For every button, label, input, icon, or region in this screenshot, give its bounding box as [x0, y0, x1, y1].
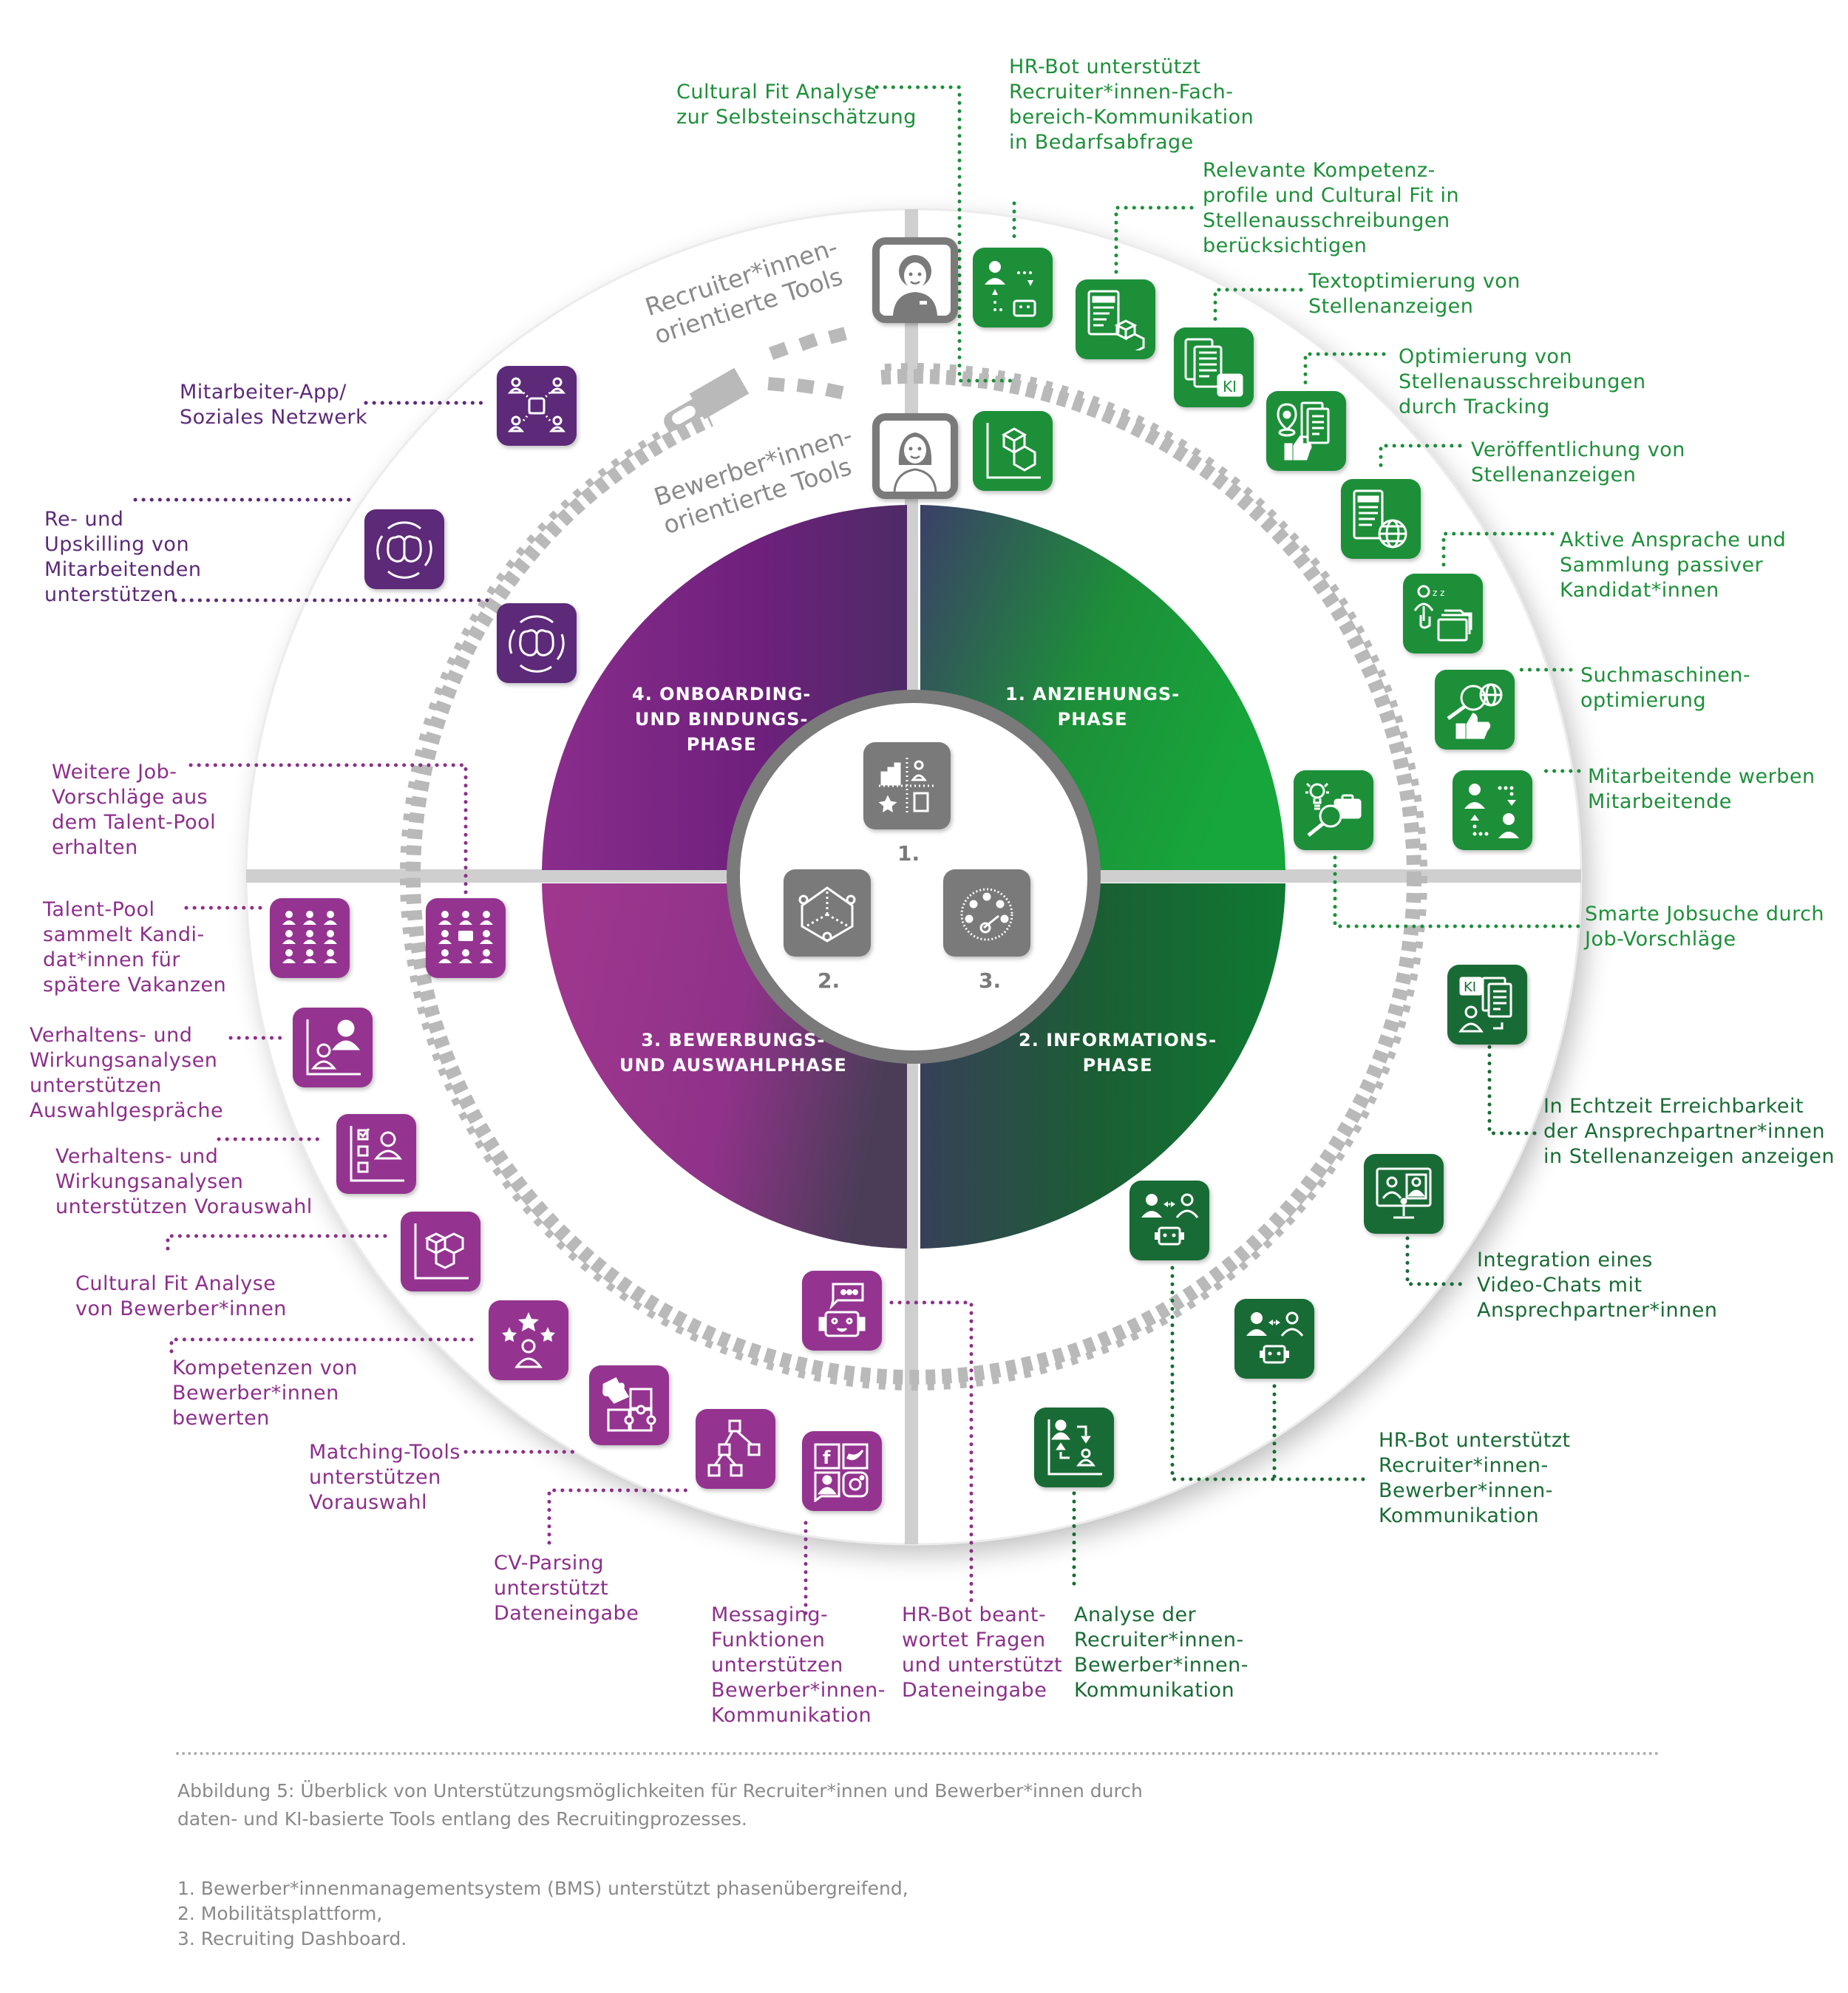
center-tool-number-1: 1.: [897, 841, 920, 866]
cultural-fit-chart-icon[interactable]: [973, 411, 1053, 491]
phase-label-onboarding: 4. ONBOARDING- UND BINDUNGS- PHASE: [632, 684, 812, 755]
smarte-jobsuche-icon[interactable]: [1294, 770, 1373, 850]
label-hr-bot-fragen: HR-Bot beant- wortet Fragen und unterstü…: [902, 1603, 1063, 1702]
analyse-kommunikation-icon[interactable]: [1034, 1408, 1114, 1487]
textoptimierung-ki-icon[interactable]: KI: [1174, 327, 1254, 407]
veroeffentlichung-globe-icon[interactable]: [1341, 479, 1421, 559]
auswahlgespraeche-icon[interactable]: [293, 1008, 373, 1087]
seo-icon[interactable]: [1435, 670, 1515, 750]
label-matching: Matching-Tools unterstützen Vorauswahl: [309, 1441, 461, 1514]
vorauswahl-checklist-icon[interactable]: [336, 1114, 416, 1194]
label-kompetenzen-bewerten: Kompetenzen von Bewerber*innen bewerten: [172, 1357, 358, 1430]
label-auswahlgespraeche: Verhaltens- und Wirkungsanalysen unterst…: [30, 1024, 224, 1122]
upskilling-brain-icon-2[interactable]: [497, 603, 577, 683]
echtzeit-erreichbarkeit-ki-icon[interactable]: KI: [1447, 965, 1527, 1045]
phase-label-bewerbung: 3. BEWERBUNGS- UND AUSWAHLPHASE: [619, 1030, 847, 1076]
label-aktive-ansprache: Aktive Ansprache und Sammlung passiver K…: [1560, 529, 1787, 602]
label-talent-pool: Talent-Pool sammelt Kandi- dat*innen für…: [43, 898, 227, 996]
hr-bot-bewerber-icon-2[interactable]: [1234, 1299, 1314, 1379]
label-cultural-fit-selbst: Cultural Fit Analyse zur Selbsteinschätz…: [676, 81, 917, 129]
center-tool-number-3: 3.: [979, 968, 1002, 993]
matching-puzzle-icon[interactable]: [589, 1365, 669, 1445]
label-tracking: Optimierung von Stellenausschreibungen d…: [1399, 345, 1646, 418]
svg-text:f: f: [823, 1447, 831, 1468]
video-chat-icon[interactable]: [1364, 1154, 1444, 1234]
messaging-social-icon[interactable]: f: [802, 1431, 882, 1511]
label-smarte-jobsuche: Smarte Jobsuche durch Job-Vorschläge: [1585, 903, 1825, 951]
label-upskilling: Re- und Upskilling von Mitarbeitenden un…: [44, 508, 202, 606]
label-vorauswahl: Verhaltens- und Wirkungsanalysen unterst…: [55, 1145, 313, 1218]
recruiter-avatar-icon: [872, 237, 958, 323]
label-mitarbeiter-app: Mitarbeiter-App/ Soziales Netzwerk: [180, 381, 368, 429]
svg-text:KI: KI: [1223, 378, 1237, 395]
label-hr-bot-bewerber: HR-Bot unterstützt Recruiter*innen- Bewe…: [1379, 1429, 1571, 1527]
phase-label-information: 2. INFORMATIONS- PHASE: [1019, 1030, 1217, 1076]
label-messaging: Messaging- Funktionen unterstützen Bewer…: [711, 1603, 886, 1727]
label-mitarbeiter-werben: Mitarbeitende werben Mitarbeitende: [1588, 765, 1815, 813]
mitarbeiter-werben-icon[interactable]: [1453, 770, 1532, 850]
mobility-platform-icon: [784, 869, 871, 957]
svg-text:KI: KI: [1464, 979, 1476, 995]
talent-pool-job-icon[interactable]: [426, 898, 506, 978]
cultural-fit-bewerber-icon[interactable]: [401, 1212, 480, 1291]
bms-dashboard-icon: [863, 742, 951, 829]
label-textoptimierung: Textoptimierung von Stellenanzeigen: [1308, 270, 1521, 318]
tracking-icon[interactable]: [1266, 391, 1346, 471]
aktive-ansprache-icon[interactable]: z z: [1403, 574, 1483, 653]
center-ring: [727, 690, 1101, 1064]
center-tool-number-2: 2.: [818, 968, 840, 993]
zipper-teeth-open: [767, 327, 847, 400]
label-kompetenzprofile: Relevante Kompetenz- profile und Cultura…: [1203, 159, 1460, 257]
zipper-pull-icon: [664, 367, 750, 431]
cv-parsing-tree-icon[interactable]: [696, 1409, 775, 1489]
talent-pool-icon[interactable]: [270, 898, 350, 978]
footnote-2: 2. Mobilitätsplattform,: [177, 1903, 383, 1924]
label-videochat: Integration eines Video-Chats mit Anspre…: [1477, 1249, 1718, 1322]
mitarbeiter-app-network-icon[interactable]: [497, 366, 577, 446]
hr-bot-fachbereich-icon[interactable]: [973, 248, 1053, 327]
phase-label-anziehung: 1. ANZIEHUNGS- PHASE: [1005, 684, 1181, 730]
label-seo: Suchmaschinen- optimierung: [1580, 664, 1751, 712]
label-cultural-fit-bewerber: Cultural Fit Analyse von Bewerber*innen: [75, 1272, 287, 1320]
zipper-ring: [406, 369, 1421, 1385]
label-echtzeit: In Echtzeit Erreichbarkeit der Ansprechp…: [1543, 1095, 1835, 1168]
bewerber-avatar-icon: [872, 413, 958, 499]
kompetenzprofile-icon[interactable]: [1076, 279, 1155, 359]
upskilling-brain-icon-1[interactable]: [364, 509, 444, 589]
label-job-vorschlaege: Weitere Job- Vorschläge aus dem Talent-P…: [52, 761, 217, 859]
label-analyse-kommunikation: Analyse der Recruiter*innen- Bewerber*in…: [1074, 1603, 1249, 1702]
kompetenzen-stars-icon[interactable]: [489, 1300, 568, 1380]
svg-text:z z: z z: [1433, 588, 1444, 598]
hr-bot-chat-icon[interactable]: [802, 1271, 882, 1351]
connectors: [133, 85, 1663, 1755]
footnote-3: 3. Recruiting Dashboard.: [177, 1928, 407, 1949]
label-hr-bot-fachbereich: HR-Bot unterstützt Recruiter*innen-Fach-…: [1009, 55, 1254, 154]
hr-bot-bewerber-icon-1[interactable]: [1129, 1181, 1209, 1260]
footnote-1: 1. Bewerber*innenmanagementsystem (BMS) …: [177, 1878, 908, 1899]
label-cv-parsing: CV-Parsing unterstützt Dateneingabe: [494, 1552, 639, 1625]
label-veroeffentlichung: Veröffentlichung von Stellenanzeigen: [1471, 438, 1685, 486]
figure-caption: Abbildung 5: Überblick von Unterstützung…: [177, 1780, 1143, 1830]
gauge-dashboard-icon: [943, 869, 1030, 957]
